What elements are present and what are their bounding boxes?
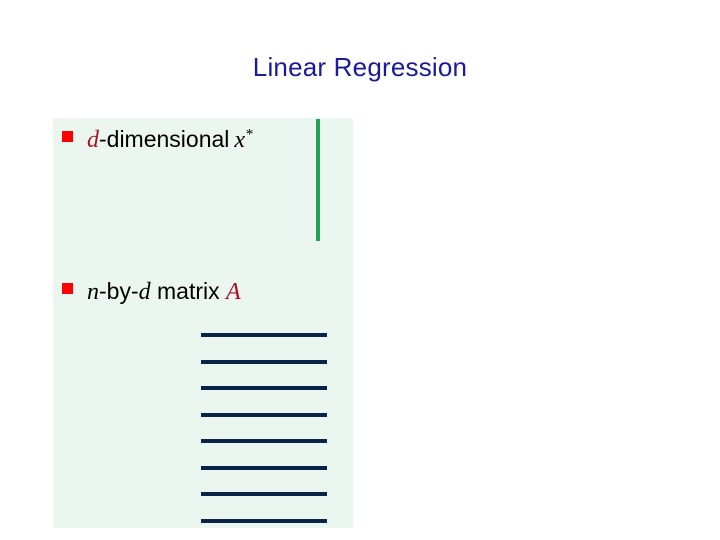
variable-n: n (87, 279, 99, 305)
matrix-row-line (201, 412, 327, 417)
variable-d: d (138, 279, 151, 305)
matrix-row-line (201, 492, 327, 496)
matrix-row-line (201, 333, 327, 337)
matrix-row-lines (201, 333, 327, 528)
bullet-text-by: -by- (99, 278, 139, 304)
matrix-row-line (201, 465, 327, 470)
superscript-star: * (245, 126, 253, 143)
variable-A: A (226, 279, 241, 305)
matrix-row-line (201, 439, 327, 443)
red-square-bullet-icon (62, 283, 73, 294)
variable-d: d (87, 127, 99, 153)
green-vertical-rule-icon (316, 119, 320, 241)
matrix-row-line (201, 518, 327, 523)
bullet-item-label: n-by-d matrix A (87, 276, 241, 307)
matrix-row-line (201, 359, 327, 364)
variable-x: x (234, 127, 246, 153)
bullet-text-dimensional: -dimensional (99, 126, 230, 152)
bullet-text-matrix: matrix (150, 278, 227, 304)
list-item: n-by-d matrix A (62, 276, 241, 307)
red-square-bullet-icon (62, 131, 73, 142)
matrix-row-line (201, 386, 327, 390)
page-title: Linear Regression (252, 52, 468, 82)
